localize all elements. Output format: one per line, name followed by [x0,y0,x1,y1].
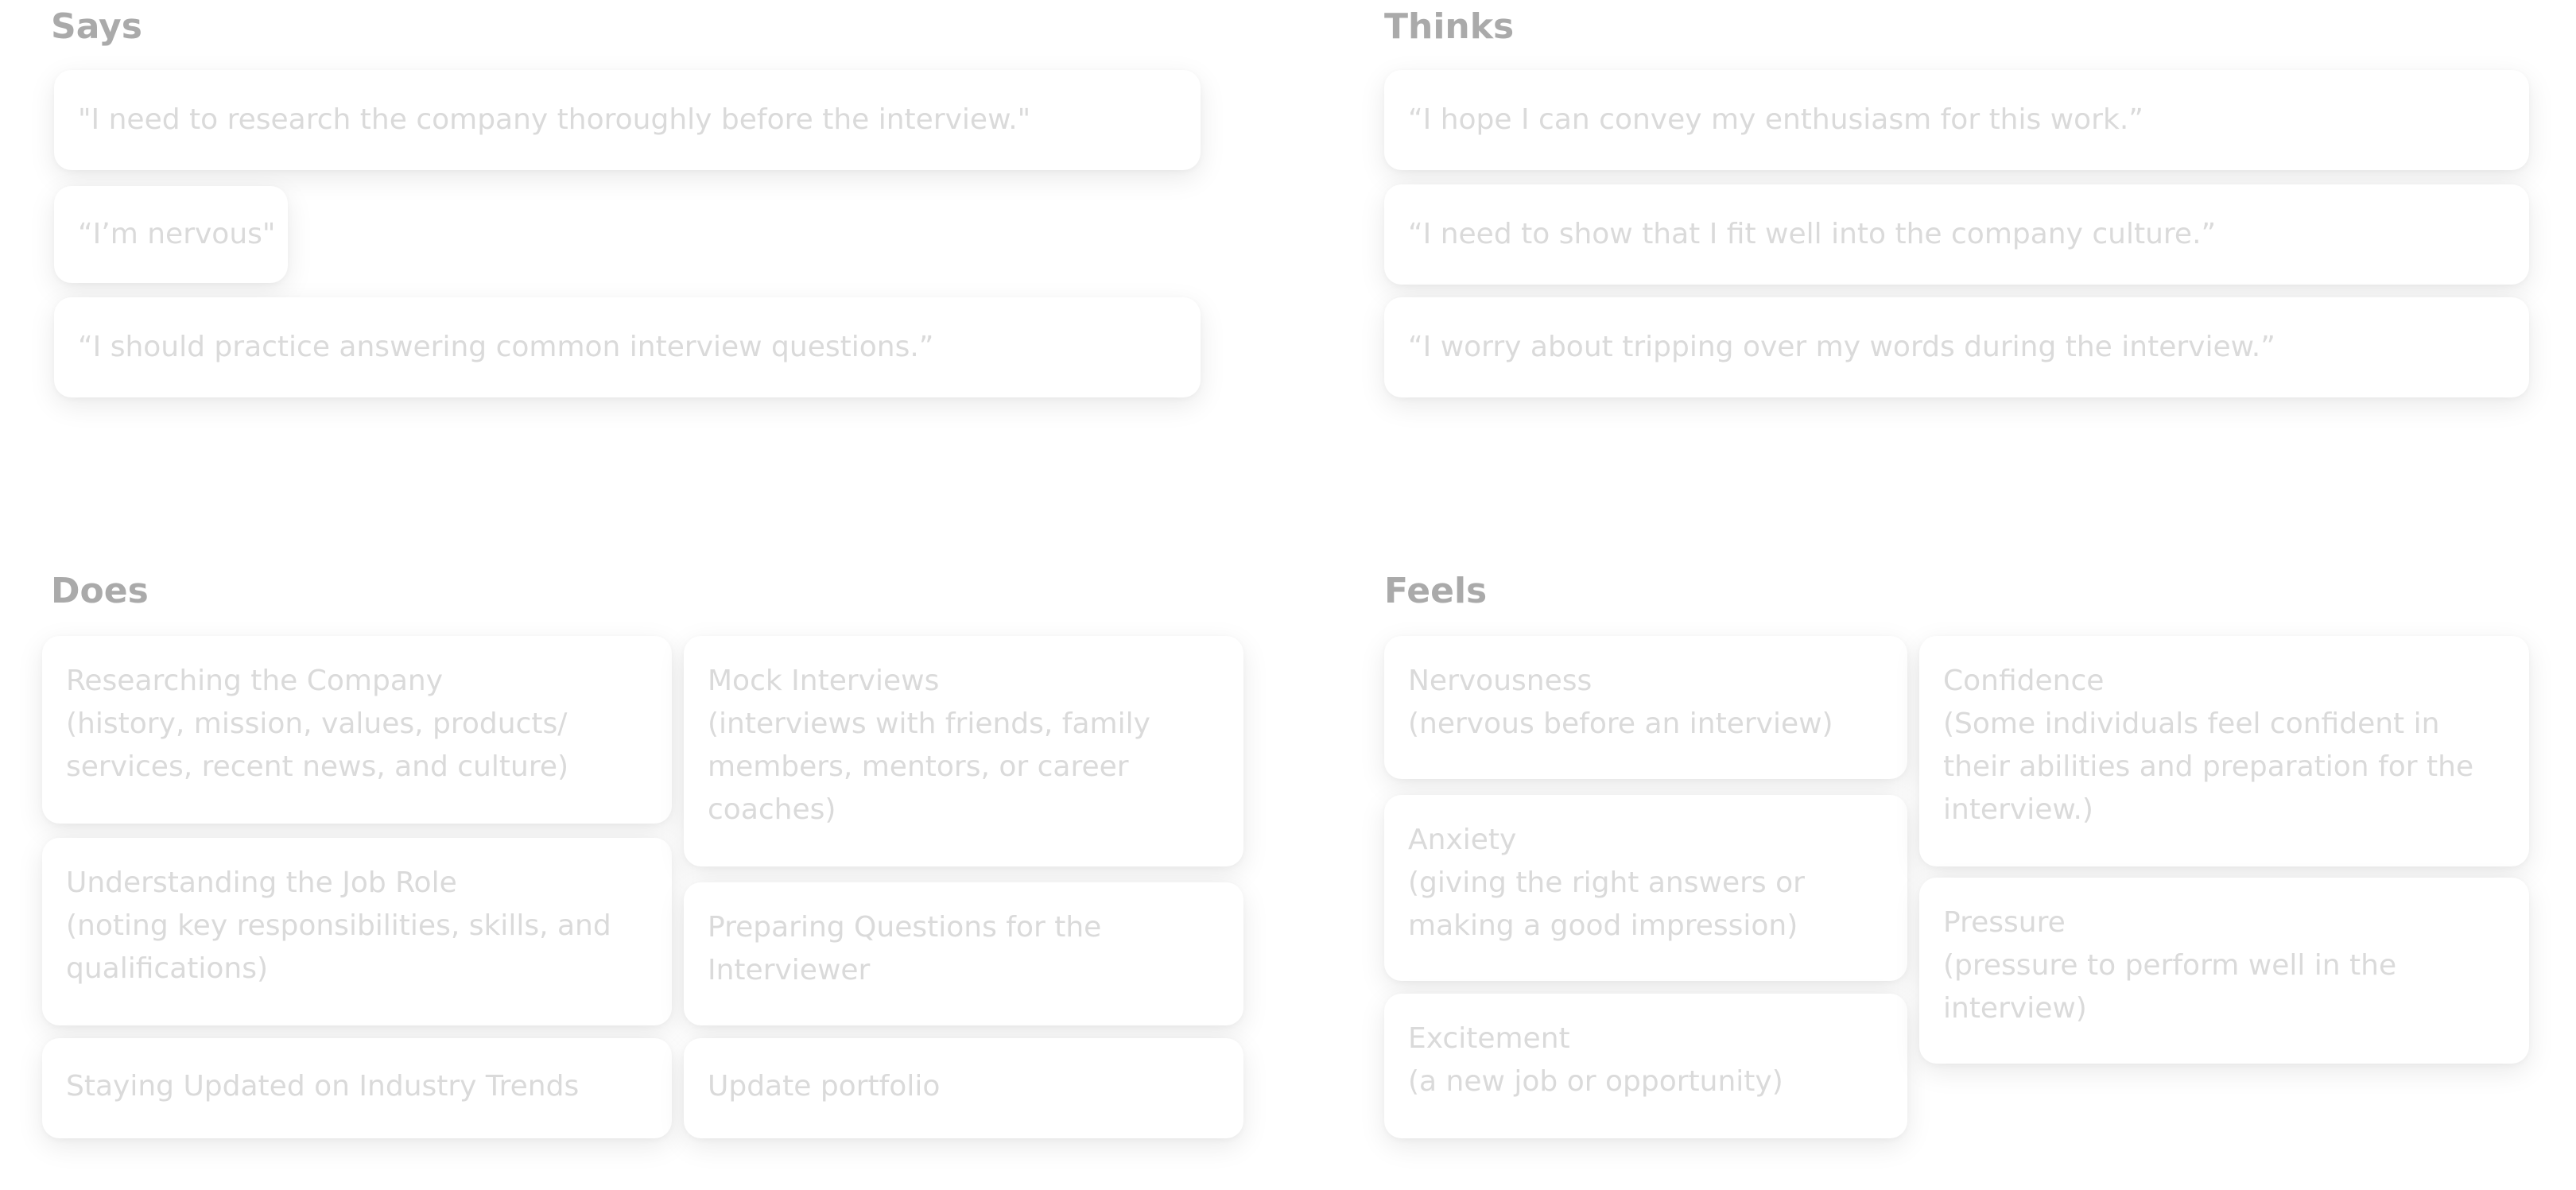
does-note-update-portfolio: Update portfolio [684,1038,1243,1138]
says-note-practice: “I should practice answering common inte… [54,297,1201,397]
does-note-job-role: Understanding the Job Role (noting key r… [42,838,672,1025]
does-note-research-company: Researching the Company (history, missio… [42,636,672,824]
thinks-heading: Thinks [1384,6,1515,47]
says-note-research: "I need to research the company thorough… [54,70,1201,170]
feels-heading: Feels [1384,571,1488,611]
does-heading: Does [51,571,149,611]
does-note-mock-interviews: Mock Interviews (interviews with friends… [684,636,1243,866]
thinks-note-enthusiasm: “I hope I can convey my enthusiasm for t… [1384,70,2529,170]
feels-note-excitement: Excitement (a new job or opportunity) [1384,994,1907,1138]
feels-note-pressure: Pressure (pressure to perform well in th… [1919,878,2529,1064]
feels-note-confidence: Confidence (Some individuals feel confid… [1919,636,2529,866]
thinks-note-worry: “I worry about tripping over my words du… [1384,297,2529,397]
says-note-nervous: “I’m nervous" [54,186,288,283]
does-note-industry-trends: Staying Updated on Industry Trends [42,1038,672,1138]
feels-note-nervousness: Nervousness (nervous before an interview… [1384,636,1907,779]
thinks-note-culture: “I need to show that I fit well into the… [1384,184,2529,285]
feels-note-anxiety: Anxiety (giving the right answers or mak… [1384,795,1907,981]
does-note-preparing-questions: Preparing Questions for the Interviewer [684,882,1243,1025]
says-heading: Says [51,6,142,47]
